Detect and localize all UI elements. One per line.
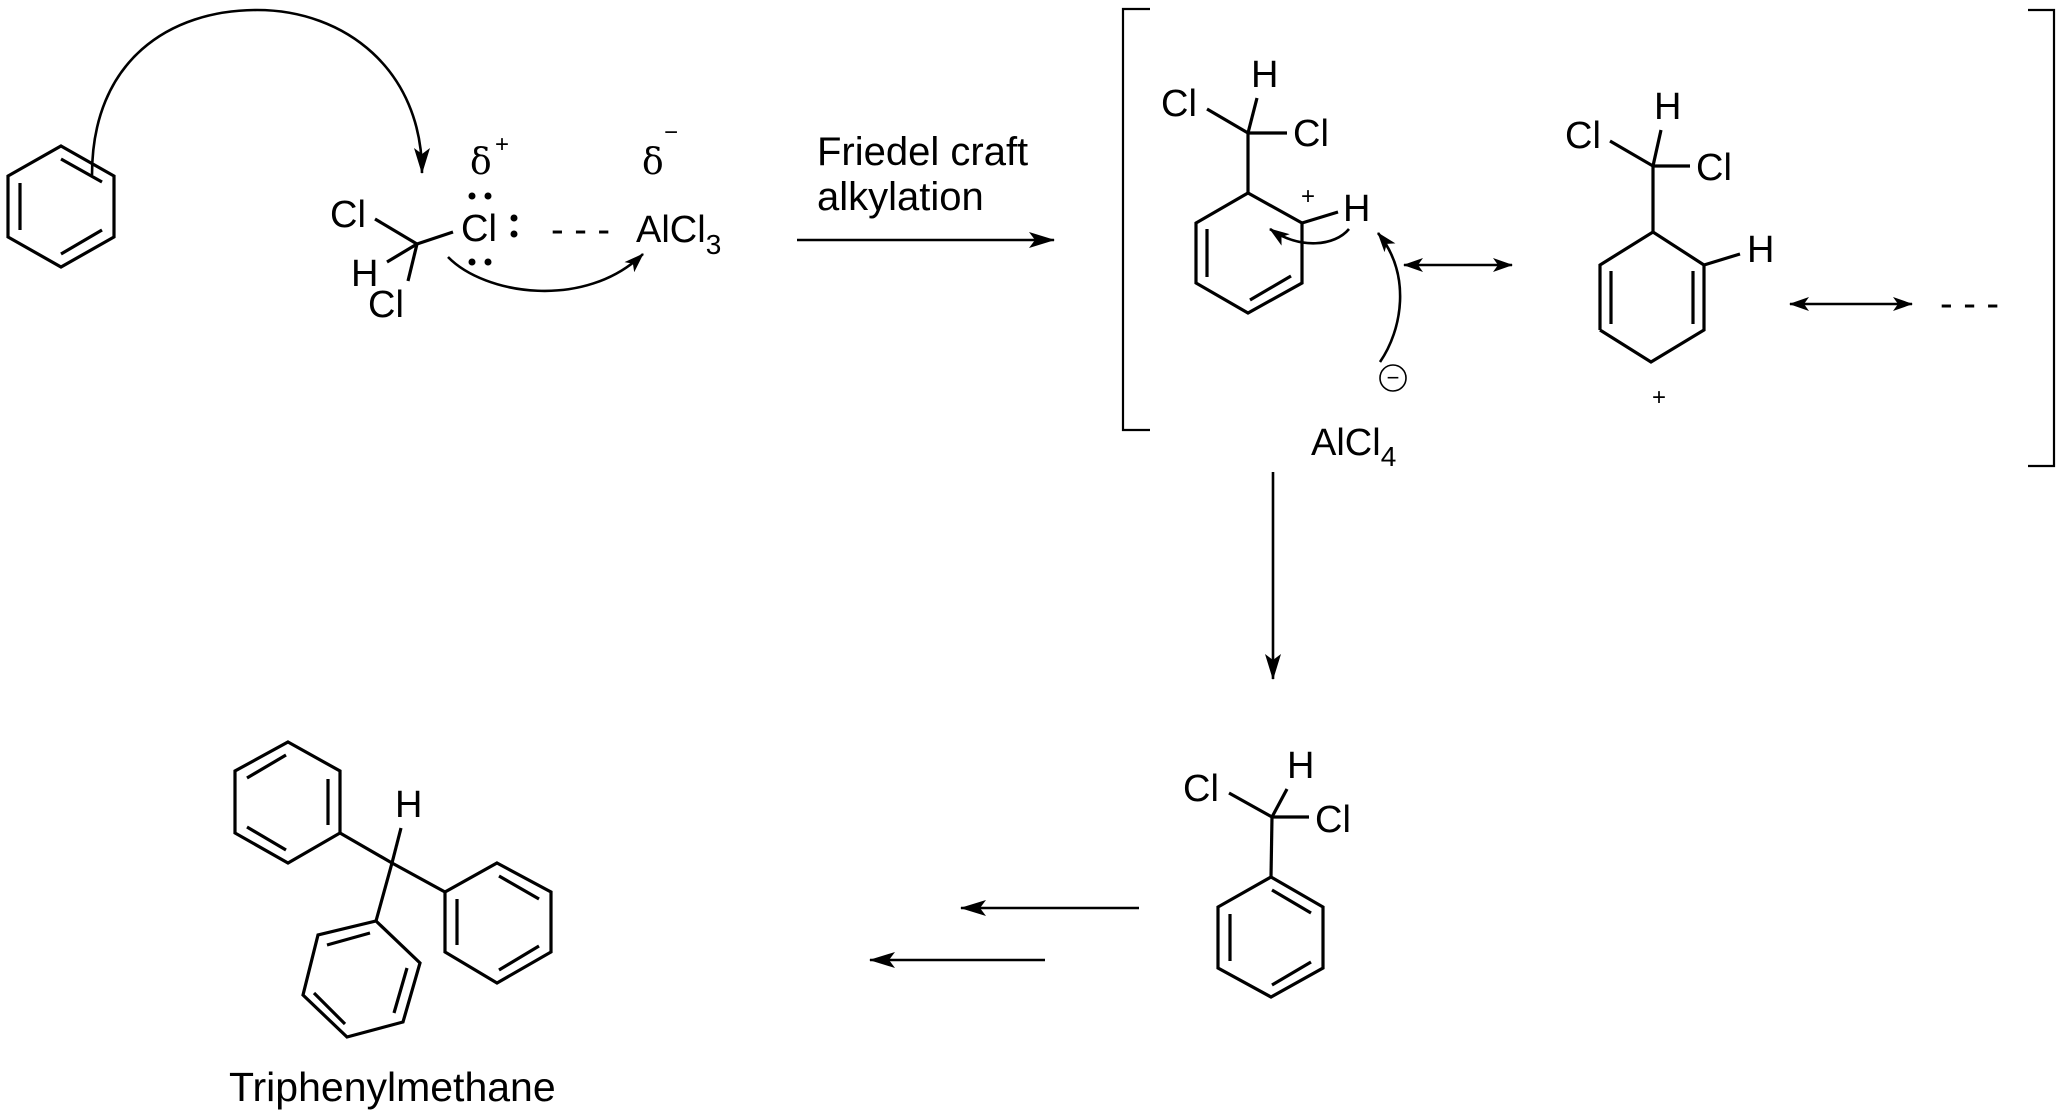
delta-plus-sign: + bbox=[495, 131, 509, 158]
lone-pair-dot bbox=[510, 214, 518, 222]
double-bond bbox=[60, 157, 103, 184]
ring bbox=[1598, 230, 1706, 364]
right-bracket bbox=[2028, 8, 2056, 468]
alcl4-subscript: 4 bbox=[1381, 441, 1397, 472]
atom-h-top: H bbox=[1654, 86, 1681, 128]
bond bbox=[374, 862, 394, 922]
bond bbox=[339, 831, 393, 865]
atom-h-top: H bbox=[1251, 54, 1278, 96]
bond bbox=[386, 242, 418, 264]
atom-cl-left: Cl bbox=[1565, 115, 1601, 157]
alcl3-formula: AlCl bbox=[636, 209, 706, 251]
bond bbox=[1246, 97, 1259, 134]
bond bbox=[1270, 788, 1289, 818]
product-name-label: Triphenylmethane bbox=[229, 1064, 556, 1110]
bond bbox=[1651, 129, 1663, 167]
atom-cl-right: Cl bbox=[1696, 147, 1732, 189]
delta-minus-symbol: δ bbox=[642, 142, 664, 183]
bond bbox=[1703, 252, 1741, 267]
bond bbox=[390, 827, 403, 864]
bond bbox=[406, 243, 419, 282]
benzene-ring bbox=[6, 144, 116, 269]
resonance-continuation: - - - bbox=[1940, 283, 1999, 325]
atom-cl-right: Cl bbox=[1315, 799, 1351, 841]
atom-cl-left: Cl bbox=[1161, 83, 1197, 125]
curved-arrow-base-attack bbox=[1376, 232, 1402, 363]
bond bbox=[1228, 791, 1273, 819]
bond bbox=[1609, 139, 1654, 168]
curved-arrow-benzene-attack bbox=[90, 8, 430, 176]
dative-dashes: - - - bbox=[551, 209, 610, 251]
double-bond bbox=[392, 967, 409, 1014]
negative-charge-sign: − bbox=[1387, 365, 1400, 390]
negative-charge-circle-icon bbox=[1379, 364, 1407, 392]
double-bond bbox=[246, 825, 287, 852]
sigma-complex-structure-1: H Cl Cl H + bbox=[1161, 54, 1370, 315]
double-bond bbox=[498, 944, 540, 972]
phenyl-ring-b bbox=[443, 861, 553, 985]
delta-minus-sign: − bbox=[664, 119, 678, 146]
bond bbox=[1301, 210, 1339, 225]
ring bbox=[1194, 191, 1304, 315]
positive-charge: + bbox=[1652, 384, 1666, 411]
sigma-complex-structure-2: H Cl Cl H + bbox=[1565, 86, 1774, 411]
atom-cl-center: Cl bbox=[461, 208, 497, 250]
double-bond bbox=[326, 931, 371, 947]
atom-h: H bbox=[395, 784, 422, 826]
bond bbox=[374, 217, 418, 246]
lone-pair-dot bbox=[510, 230, 518, 238]
bond bbox=[1206, 107, 1249, 135]
atom-h: H bbox=[351, 253, 378, 295]
phenyl-ring-c bbox=[301, 919, 422, 1039]
counter-ion-alcl4: AlCl4 bbox=[1311, 422, 1396, 472]
chloroform-alcl3-complex: Cl H Cl Cl δ + δ − - - - AlCl3 bbox=[330, 119, 721, 326]
condition-label-line2: alkylation bbox=[817, 175, 984, 219]
positive-charge: + bbox=[1301, 183, 1315, 210]
curved-arrow-cl-to-alcl3 bbox=[447, 253, 644, 293]
double-bond bbox=[246, 753, 287, 780]
benzal-chloride: H Cl Cl bbox=[1183, 745, 1351, 999]
bond bbox=[416, 230, 454, 246]
phenyl-ring-a bbox=[233, 740, 342, 865]
benzene-reactant bbox=[6, 144, 116, 269]
atom-h-ring: H bbox=[1343, 188, 1370, 230]
double-bond bbox=[498, 874, 540, 901]
atom-cl-lower: Cl bbox=[368, 284, 404, 326]
double-bond bbox=[1271, 888, 1312, 915]
reaction-arrow-friedel-crafts: Friedel craft alkylation bbox=[797, 130, 1055, 248]
double-bond bbox=[1271, 960, 1312, 987]
lewis-acid-alcl3: AlCl3 bbox=[636, 209, 721, 260]
atom-cl-right: Cl bbox=[1293, 113, 1329, 155]
double-bond bbox=[60, 228, 103, 256]
double-bond bbox=[312, 991, 347, 1026]
double-bond bbox=[1249, 274, 1292, 302]
triphenylmethane: H Triphenylmethane bbox=[229, 740, 556, 1110]
lone-pair-dot bbox=[484, 192, 492, 200]
alcl3-subscript: 3 bbox=[706, 229, 722, 260]
bond bbox=[391, 861, 446, 894]
condition-label-line1: Friedel craft bbox=[817, 130, 1028, 174]
ring bbox=[1216, 875, 1325, 999]
lone-pair-dot bbox=[484, 258, 492, 266]
atom-h-ring: H bbox=[1747, 229, 1774, 271]
counter-ion: − AlCl4 bbox=[1311, 364, 1407, 472]
curved-arrow-ch-bond bbox=[1269, 227, 1351, 246]
atom-cl-left: Cl bbox=[330, 194, 366, 236]
lone-pair-dot bbox=[468, 192, 476, 200]
left-bracket bbox=[1121, 7, 1150, 432]
bond bbox=[1269, 816, 1274, 878]
delta-plus-symbol: δ bbox=[470, 142, 492, 183]
alcl4-formula: AlCl bbox=[1311, 422, 1381, 464]
atom-cl-left: Cl bbox=[1183, 768, 1219, 810]
lone-pair-dot bbox=[468, 258, 476, 266]
atom-h: H bbox=[1287, 745, 1314, 787]
